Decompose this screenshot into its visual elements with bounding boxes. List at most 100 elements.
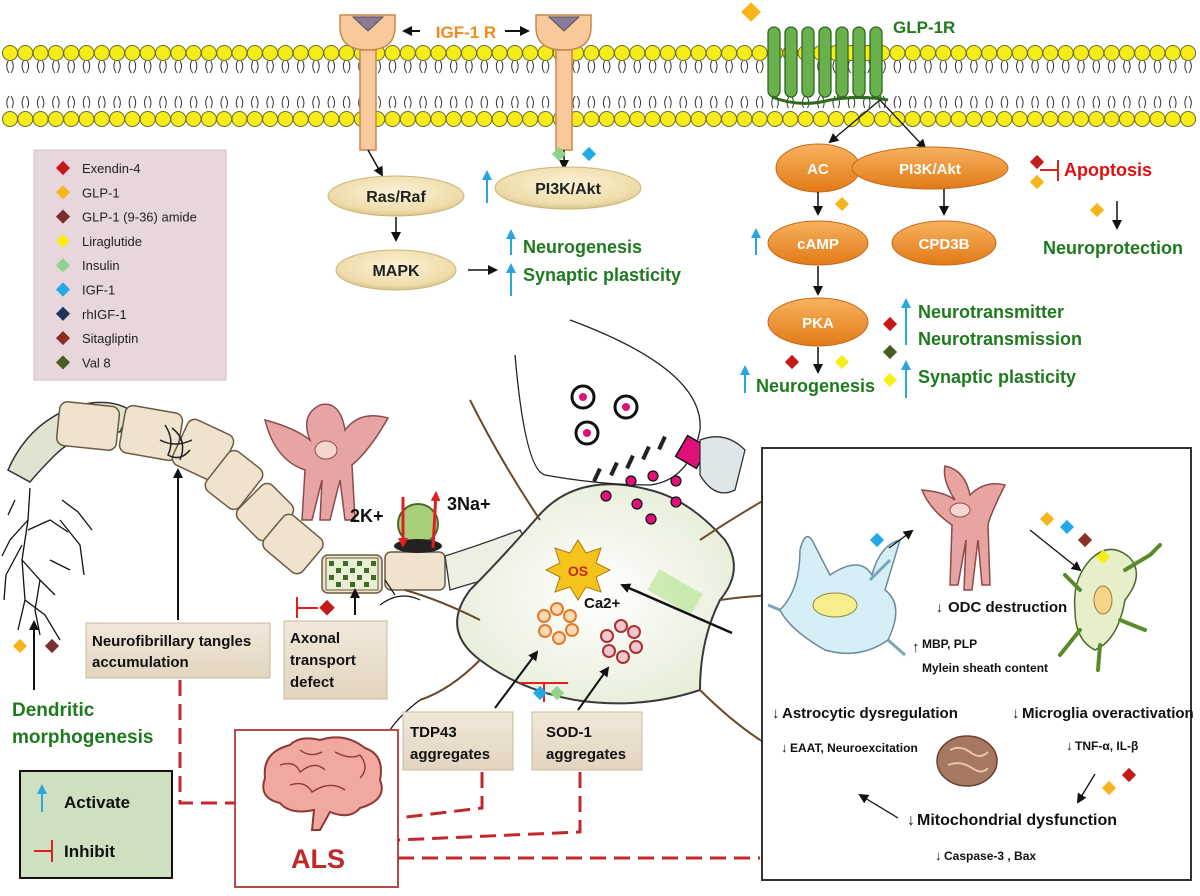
sod1-aggregate <box>600 619 643 664</box>
eaat-arrow: ↓ <box>781 740 788 755</box>
lipid-head <box>2 45 18 61</box>
lipid-tail <box>434 95 443 109</box>
lipid-head <box>476 111 493 127</box>
lipid-tail <box>710 60 718 74</box>
mbp-arrow: ↑ <box>912 639 920 656</box>
lipid-head <box>170 45 187 61</box>
lipid-tail <box>1077 60 1085 74</box>
lipid-head <box>277 111 294 127</box>
lipid-tail <box>36 95 45 109</box>
lipid-tail <box>526 60 534 74</box>
lipid-tail <box>648 60 657 74</box>
legend-label: IGF-1 <box>82 283 115 298</box>
lipid-head <box>216 111 233 127</box>
lipid-tail <box>220 60 228 74</box>
neurotransmitter-label: Neurotransmitter <box>918 302 1064 322</box>
lipid-tail <box>82 95 91 109</box>
lipid-tail <box>710 95 718 109</box>
glp1-receptor <box>767 26 889 105</box>
exendin4-icon <box>882 316 898 332</box>
lipid-head <box>1088 45 1105 61</box>
caspase-label: Caspase-3 , Bax <box>944 849 1036 863</box>
lipid-head <box>644 111 661 127</box>
synaptic-vesicles <box>570 384 682 525</box>
glp1-icon-2 <box>1029 174 1045 190</box>
glp1r-helix <box>767 26 781 98</box>
lipid-head <box>216 45 233 61</box>
lipid-head <box>32 111 49 127</box>
lipid-head <box>461 45 477 61</box>
lipid-head <box>965 111 982 127</box>
tdp43-label-2: aggregates <box>410 746 490 763</box>
lipid-head <box>262 45 279 61</box>
key-inhibit-label: Inhibit <box>64 842 115 861</box>
lipid-tail <box>740 60 749 74</box>
lipid-tail <box>1061 95 1070 109</box>
caspase-arrow: ↓ <box>935 848 942 863</box>
insulin-icon <box>551 146 567 162</box>
lipid-head <box>308 45 324 61</box>
lipid-tail <box>985 60 993 74</box>
glp1r-helix <box>835 26 849 98</box>
axonal-label-2: transport <box>290 652 356 669</box>
glp1-icon <box>834 196 850 212</box>
lipid-head <box>751 111 768 127</box>
lipid-tail <box>281 95 290 109</box>
lipid-head <box>430 111 447 127</box>
lipid-tail <box>404 95 412 109</box>
lipid-head <box>1164 111 1181 127</box>
lipid-head <box>1103 111 1120 127</box>
lipid-tail <box>755 60 764 74</box>
lipid-head <box>476 45 493 61</box>
lipid-head <box>124 45 141 61</box>
lipid-head <box>950 45 967 61</box>
lipid-tail <box>541 95 550 109</box>
dendritic-label-1: Dendritic <box>12 700 95 721</box>
lipid-head <box>736 45 753 61</box>
lipid-tail <box>954 95 963 109</box>
lipid-head <box>705 111 722 127</box>
lipid-head <box>904 45 921 61</box>
na-ion-label: 3Na+ <box>447 494 491 514</box>
lipid-tail <box>205 60 213 74</box>
eaat-label: EAAT, Neuroexcitation <box>790 741 918 755</box>
legend-label: Val 8 <box>82 355 111 370</box>
lipid-tail <box>143 60 152 74</box>
glp1-icon-6 <box>1101 780 1117 796</box>
lipid-head <box>965 45 982 61</box>
lipid-head <box>1042 111 1059 127</box>
lipid-tail <box>143 95 152 109</box>
lipid-head <box>262 111 279 127</box>
legend-label: GLP-1 (9-36) amide <box>82 210 197 225</box>
lipid-head <box>200 111 217 127</box>
key-activate-label: Activate <box>64 793 130 812</box>
oxidative-stress-burst <box>544 539 612 601</box>
checker-cell <box>357 575 362 580</box>
lipid-tail <box>1092 95 1101 109</box>
lipid-tail <box>67 60 75 74</box>
glp1r-helix <box>852 26 866 98</box>
lipid-head <box>828 111 845 127</box>
lipid-tail <box>664 95 672 109</box>
lipid-tail <box>679 95 687 109</box>
pka-node <box>767 297 869 347</box>
lipid-tail <box>1077 95 1085 109</box>
dendritic-label-2: morphogenesis <box>12 727 153 748</box>
lipid-tail <box>6 60 14 74</box>
microglia-arrow: ↓ <box>1012 705 1020 722</box>
lipid-head <box>1118 111 1135 127</box>
odc-label: ODC destruction <box>948 599 1067 616</box>
lipid-tail <box>281 60 290 74</box>
lipid-head <box>675 111 692 127</box>
lipid-head <box>522 45 539 61</box>
lipid-head <box>231 45 248 61</box>
lipid-head <box>583 111 600 127</box>
igf1-icon-3 <box>869 532 885 548</box>
lipid-tail <box>312 95 320 109</box>
lipid-tail <box>189 95 198 109</box>
myelin-label: Mylein sheath content <box>922 661 1048 675</box>
lipid-head <box>47 45 64 61</box>
